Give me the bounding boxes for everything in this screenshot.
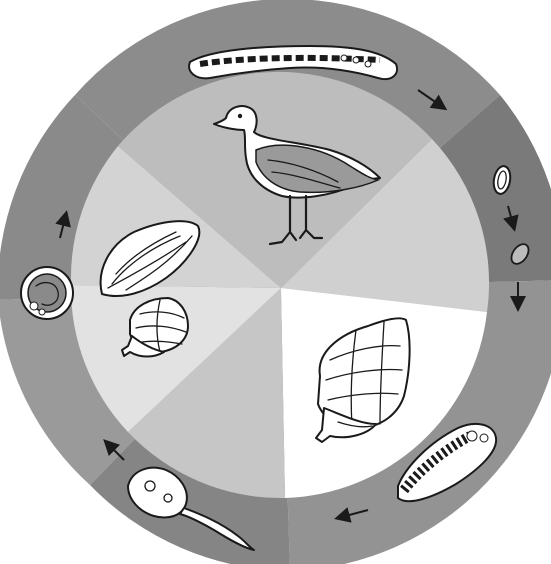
metacercaria-cyst-icon	[21, 267, 73, 319]
